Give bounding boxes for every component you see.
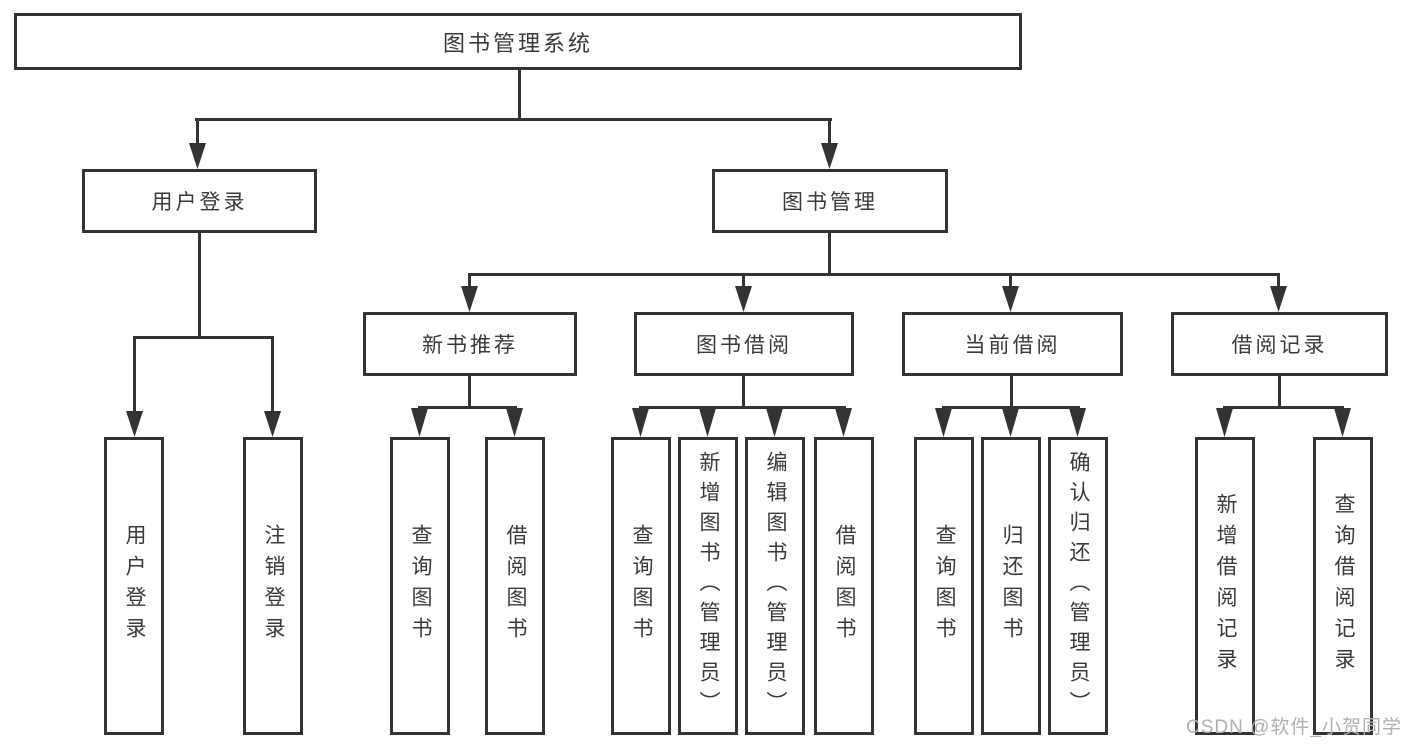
connector-line xyxy=(1277,273,1280,289)
leaf-query-book: 查询图书 xyxy=(611,437,671,735)
node-label: 借阅记录 xyxy=(1231,334,1328,357)
arrowhead-down-icon xyxy=(1334,408,1351,437)
connector-line xyxy=(1223,406,1344,409)
connector-line xyxy=(828,118,831,146)
leaf-user-login: 用户登录 xyxy=(104,437,164,735)
leaf-query-book: 查询图书 xyxy=(914,437,974,735)
connector-line xyxy=(198,233,201,338)
leaf-borrow-book: 借阅图书 xyxy=(814,437,874,735)
node-book-management-label: 图书管理 xyxy=(782,191,878,214)
node-user-login-label: 用户登录 xyxy=(151,191,248,214)
leaf-label: 查询图书 xyxy=(933,524,956,648)
arrowhead-down-icon xyxy=(935,408,952,437)
leaf-label: 注销登录 xyxy=(262,524,285,648)
arrowhead-down-icon xyxy=(1216,408,1233,437)
leaf-query-book: 查询图书 xyxy=(390,437,450,735)
arrowhead-down-icon xyxy=(821,143,838,169)
arrowhead-down-icon xyxy=(461,286,478,312)
leaf-return-book: 归还图书 xyxy=(981,437,1041,735)
connector-line xyxy=(1278,376,1281,409)
connector-line xyxy=(518,69,521,121)
arrowhead-down-icon xyxy=(126,411,143,437)
leaf-label: 查询借阅记录 xyxy=(1332,493,1355,679)
arrowhead-down-icon xyxy=(1002,286,1019,312)
connector-line xyxy=(196,118,199,146)
connector-line xyxy=(195,118,832,121)
node-book-borrow: 图书借阅 xyxy=(634,312,854,376)
arrowhead-down-icon xyxy=(411,408,428,437)
connector-line xyxy=(468,273,471,289)
arrowhead-down-icon xyxy=(264,411,281,437)
leaf-label: 查询图书 xyxy=(409,524,432,648)
node-current-borrow: 当前借阅 xyxy=(902,312,1123,376)
leaf-label: 用户登录 xyxy=(123,524,146,648)
leaf-logout: 注销登录 xyxy=(243,437,303,735)
node-label: 新书推荐 xyxy=(422,334,518,357)
leaf-label: 借阅图书 xyxy=(504,524,527,648)
connector-line xyxy=(133,336,136,413)
node-new-book-recommend: 新书推荐 xyxy=(363,312,577,376)
node-book-management: 图书管理 xyxy=(712,169,948,233)
connector-line xyxy=(742,273,745,289)
watermark-text: CSDN @软件_小贺同学 xyxy=(1186,717,1402,738)
leaf-label: 确认归还（管理员） xyxy=(1067,451,1090,721)
arrowhead-down-icon xyxy=(1069,408,1086,437)
leaf-label: 编辑图书（管理员） xyxy=(764,451,787,721)
leaf-confirm-return-admin: 确认归还（管理员） xyxy=(1048,437,1108,735)
leaf-label: 借阅图书 xyxy=(833,524,856,648)
connector-line xyxy=(468,376,471,409)
node-label: 当前借阅 xyxy=(964,334,1061,357)
connector-line xyxy=(271,336,274,413)
connector-line xyxy=(1009,273,1012,289)
node-root-label: 图书管理系统 xyxy=(442,30,593,56)
arrowhead-down-icon xyxy=(1002,408,1019,437)
arrowhead-down-icon xyxy=(699,408,716,437)
connector-line xyxy=(828,233,831,276)
leaf-label: 新增借阅记录 xyxy=(1214,493,1237,679)
node-root: 图书管理系统 xyxy=(14,13,1022,70)
arrowhead-down-icon xyxy=(835,408,852,437)
node-user-login: 用户登录 xyxy=(82,169,317,233)
connector-line xyxy=(639,406,846,409)
leaf-add-borrow-record: 新增借阅记录 xyxy=(1195,437,1255,735)
connector-line xyxy=(418,406,517,409)
node-label: 图书借阅 xyxy=(696,334,792,357)
arrowhead-down-icon xyxy=(735,286,752,312)
connector-line xyxy=(742,376,745,409)
leaf-add-book-admin: 新增图书（管理员） xyxy=(678,437,738,735)
leaf-label: 新增图书（管理员） xyxy=(697,451,720,721)
watermark: CSDN @软件_小贺同学 xyxy=(1186,712,1402,739)
leaf-label: 查询图书 xyxy=(630,524,653,648)
arrowhead-down-icon xyxy=(189,143,206,169)
leaf-borrow-book: 借阅图书 xyxy=(485,437,545,735)
connector-line xyxy=(468,273,1280,276)
arrowhead-down-icon xyxy=(632,408,649,437)
node-borrow-records: 借阅记录 xyxy=(1171,312,1388,376)
arrowhead-down-icon xyxy=(506,408,523,437)
connector-line xyxy=(1010,376,1013,409)
connector-line xyxy=(942,406,1080,409)
arrowhead-down-icon xyxy=(766,408,783,437)
leaf-query-borrow-record: 查询借阅记录 xyxy=(1313,437,1373,735)
arrowhead-down-icon xyxy=(1270,286,1287,312)
leaf-label: 归还图书 xyxy=(1000,524,1023,648)
connector-line xyxy=(133,336,274,339)
leaf-edit-book-admin: 编辑图书（管理员） xyxy=(745,437,805,735)
